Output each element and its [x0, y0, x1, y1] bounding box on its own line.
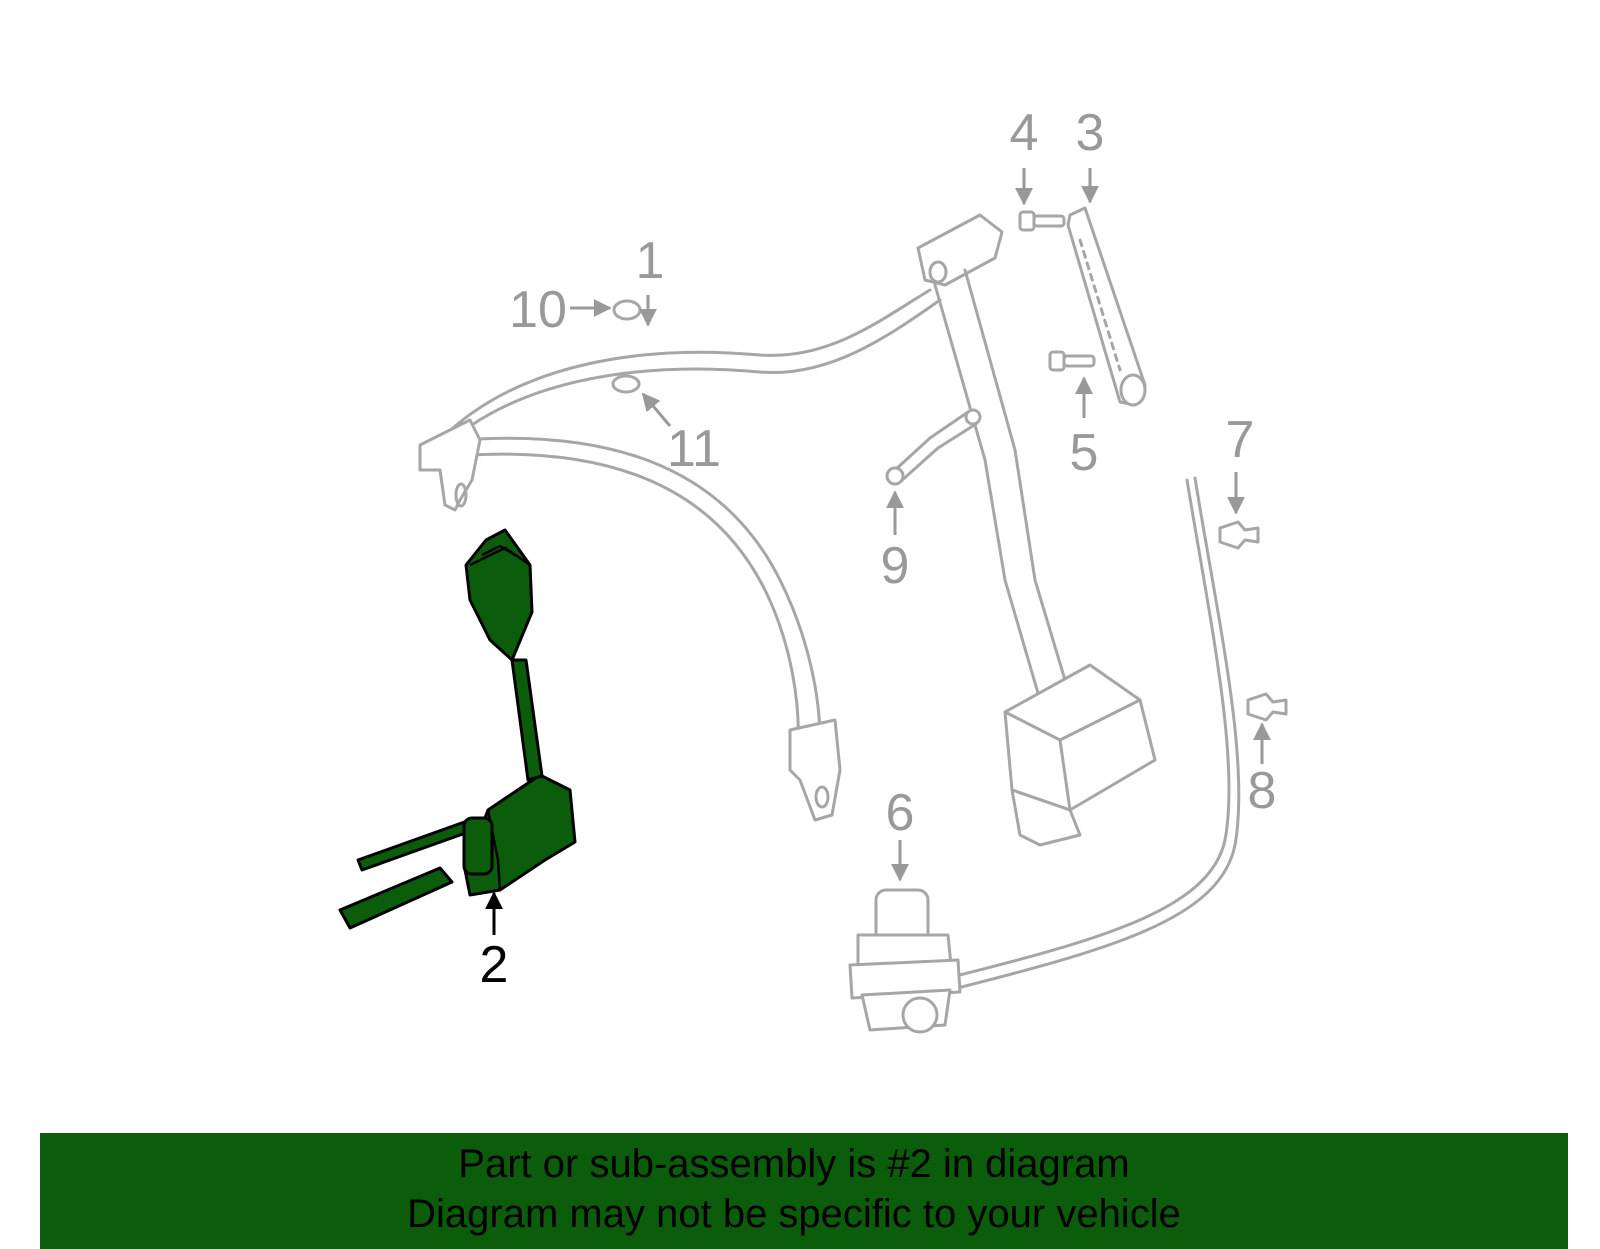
banner-line-2: Diagram may not be specific to your vehi…: [407, 1192, 1181, 1236]
callout-1: 1: [636, 232, 665, 290]
callout-5: 5: [1070, 424, 1099, 482]
callout-10: 10: [509, 281, 567, 339]
leader-lines: [485, 168, 1271, 935]
part-10-washer[interactable]: [612, 299, 642, 321]
part-5-bolt[interactable]: [1048, 350, 1096, 372]
callout-2: 2: [480, 936, 509, 994]
part-8-clip[interactable]: [1246, 692, 1288, 722]
callout-labels: 1 2 3 4 5 6 7 8 9 10 11: [480, 104, 1277, 994]
callout-4: 4: [1010, 104, 1039, 162]
callout-6: 6: [886, 784, 915, 842]
callout-8: 8: [1248, 762, 1277, 820]
part-2-buckle-assembly[interactable]: [338, 528, 577, 930]
part-9-strap[interactable]: [885, 408, 982, 486]
banner-line-1: Part or sub-assembly is #2 in diagram: [458, 1142, 1130, 1186]
callout-9: 9: [881, 537, 910, 595]
retractor-housing: [1003, 663, 1157, 847]
callout-7: 7: [1226, 411, 1255, 469]
part-4-bolt[interactable]: [1018, 210, 1066, 232]
part-1-seat-belt-webbing[interactable]: [418, 213, 1070, 822]
part-7-clip[interactable]: [1218, 520, 1260, 550]
part-11-washer[interactable]: [611, 374, 641, 394]
info-banner: Part or sub-assembly is #2 in diagram Di…: [40, 1133, 1568, 1249]
part-6-pretensioner[interactable]: [848, 476, 1241, 1034]
callout-11: 11: [667, 420, 721, 478]
callout-3: 3: [1076, 104, 1105, 162]
part-3-height-adjuster[interactable]: [1066, 206, 1147, 407]
